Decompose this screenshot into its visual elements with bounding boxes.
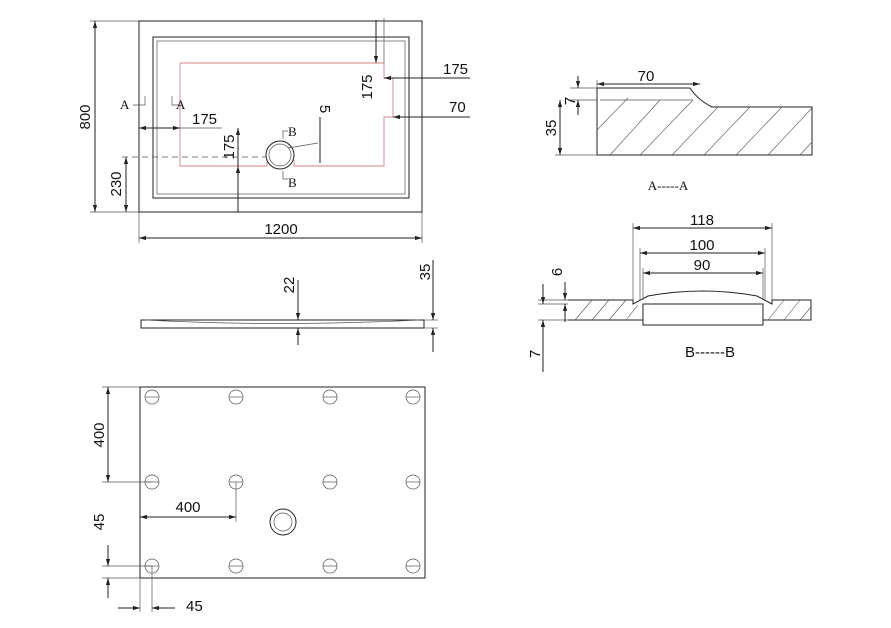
section-a-left-label: A bbox=[120, 97, 130, 112]
section-aa-label: A-----A bbox=[648, 178, 689, 193]
section-b-bottom-label: B bbox=[288, 175, 297, 190]
dim-35-side: 35 bbox=[417, 264, 434, 281]
dim-height-800: 800 bbox=[77, 104, 94, 129]
bottom-view: 400 400 45 45 bbox=[91, 386, 426, 615]
section-aa-dim-70: 70 bbox=[638, 68, 655, 85]
section-a-a: 70 7 35 A-----A bbox=[543, 68, 813, 193]
section-aa-dim-7: 7 bbox=[562, 97, 579, 105]
side-view: 22 35 bbox=[140, 260, 438, 352]
section-bb-label: B------B bbox=[685, 344, 735, 361]
dim-175-right: 175 bbox=[443, 61, 468, 78]
section-b-b: 118 100 90 6 7 B------B bbox=[527, 212, 812, 372]
section-b-top-label: B bbox=[288, 124, 297, 139]
dim-175-right-vertical: 175 bbox=[359, 74, 376, 99]
dim-70-top: 70 bbox=[449, 99, 466, 116]
dim-230: 230 bbox=[108, 171, 125, 196]
section-bb-dim-90: 90 bbox=[694, 257, 711, 274]
section-bb-dim-100: 100 bbox=[689, 237, 714, 254]
section-bb-dim-6: 6 bbox=[549, 268, 566, 276]
support-feet bbox=[144, 389, 421, 574]
dim-175-drain: 175 bbox=[221, 134, 238, 159]
dim-45-vertical: 45 bbox=[91, 514, 108, 531]
dim-22: 22 bbox=[281, 277, 298, 294]
dim-400-vertical: 400 bbox=[91, 422, 108, 447]
dim-400-horizontal: 400 bbox=[175, 499, 200, 516]
dim-width-1200: 1200 bbox=[264, 221, 297, 238]
section-bb-dim-118: 118 bbox=[690, 212, 714, 229]
dim-175-left: 175 bbox=[192, 111, 217, 128]
dim-45-horizontal: 45 bbox=[186, 598, 203, 615]
section-aa-dim-35: 35 bbox=[543, 120, 560, 137]
top-view: 800 1200 175 175 70 175 175 230 5 A A bbox=[77, 18, 470, 243]
dim-5: 5 bbox=[316, 105, 333, 113]
section-bb-dim-7: 7 bbox=[527, 350, 544, 358]
section-a-right-label: A bbox=[176, 97, 186, 112]
